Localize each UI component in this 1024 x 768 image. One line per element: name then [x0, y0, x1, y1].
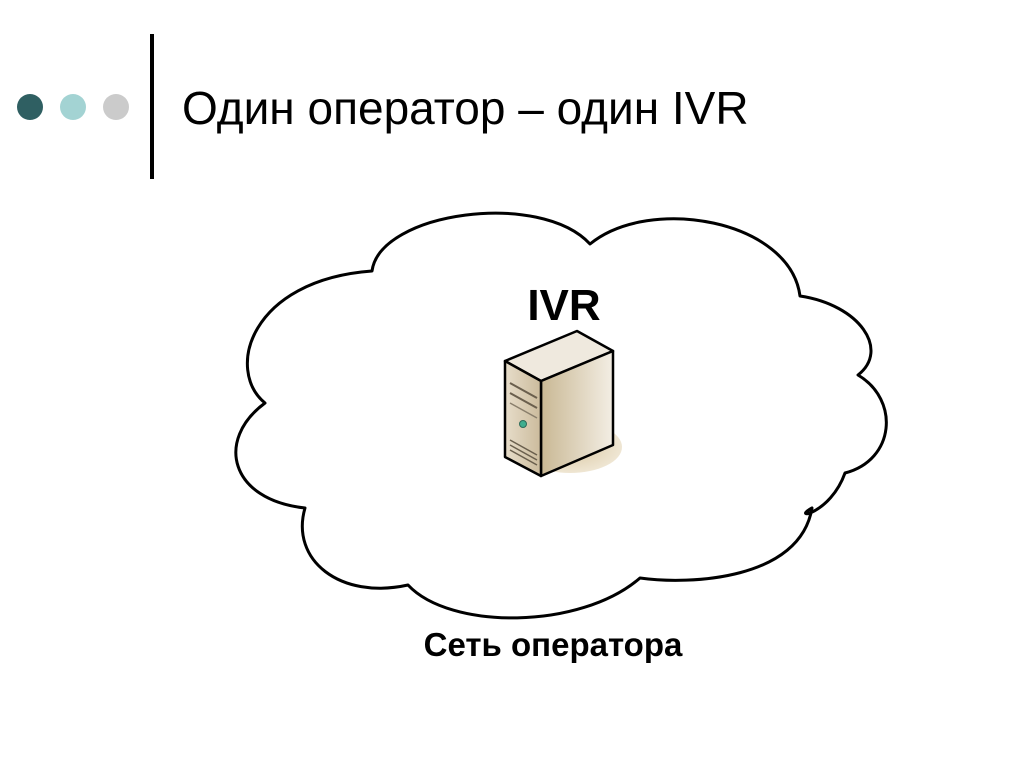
server-power-led	[519, 420, 527, 428]
server-vent	[509, 439, 538, 456]
server-drive-slot	[509, 382, 538, 399]
header-dot-gray	[103, 94, 129, 120]
server-drive-slot	[509, 392, 538, 409]
server-vent	[509, 444, 538, 461]
header-dot-light	[60, 94, 86, 120]
server-drive-slot	[509, 402, 538, 419]
server-vent	[509, 449, 538, 466]
server-tower-icon	[503, 329, 622, 478]
cloud-label: Сеть оператора	[423, 626, 683, 663]
ivr-node-label: IVR	[527, 281, 601, 330]
title-divider	[150, 34, 154, 179]
slide-title: Один оператор – один IVR	[182, 82, 749, 134]
header-dot-dark	[17, 94, 43, 120]
